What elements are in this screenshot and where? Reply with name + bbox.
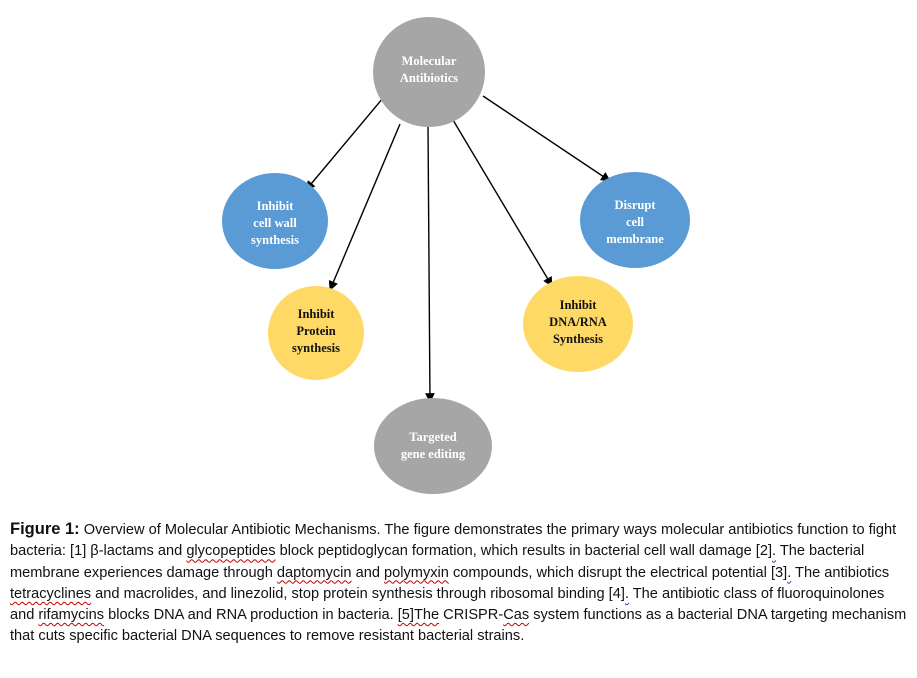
node-label-line: synthesis xyxy=(292,341,340,355)
arrow-to-protein xyxy=(328,123,401,291)
caption-text-segment: compounds, which disrupt the electrical … xyxy=(448,564,788,581)
svg-text:synthesis: synthesis xyxy=(251,233,299,247)
svg-text:Inhibit: Inhibit xyxy=(560,298,598,312)
node-inhibit-cell-wall: Inhibit cell wall synthesis xyxy=(222,173,328,269)
node-inhibit-protein: Inhibit Protein synthesis xyxy=(268,286,364,380)
caption-text-segment: . xyxy=(624,585,629,602)
arrow-to-dna-rna xyxy=(452,119,553,287)
node-label-line: gene editing xyxy=(401,447,466,461)
caption-text-segment: The antibiotics xyxy=(791,564,890,581)
caption-text-segment: . xyxy=(787,564,792,581)
node-label-line: Inhibit xyxy=(298,307,336,321)
node-label-line: Inhibit xyxy=(560,298,598,312)
caption-text-segment: Cas xyxy=(503,607,530,624)
caption-text-segment: and xyxy=(351,564,385,581)
caption-text-segment: [5]The xyxy=(397,607,440,624)
node-label-line: Molecular xyxy=(402,54,457,68)
arrows xyxy=(305,95,611,403)
caption-body: Overview of Molecular Antibiotic Mechani… xyxy=(10,522,906,644)
node-label-line: synthesis xyxy=(251,233,299,247)
caption-text-segment: block peptidoglycan formation, which res… xyxy=(275,543,772,560)
svg-text:gene editing: gene editing xyxy=(401,447,466,461)
mechanisms-diagram: Molecular Antibiotics Inhibit cell wall … xyxy=(222,17,690,494)
node-label-line: Protein xyxy=(296,324,335,338)
svg-text:DNA/RNA: DNA/RNA xyxy=(549,315,607,329)
node-label-line: DNA/RNA xyxy=(549,315,607,329)
node-label-line: membrane xyxy=(606,232,664,246)
svg-text:Targeted: Targeted xyxy=(409,430,456,444)
svg-text:Inhibit: Inhibit xyxy=(298,307,336,321)
caption-text-segment: The antibiotic class of fluoroquinolones… xyxy=(10,585,885,624)
caption-text-segment: glycopeptides xyxy=(186,543,276,560)
caption-text-segment: daptomycin xyxy=(276,564,352,581)
node-molecular-antibiotics: Molecular Antibiotics xyxy=(373,17,485,127)
caption-text-segment: CRISPR- xyxy=(439,607,504,624)
caption-text-segment: . xyxy=(772,543,777,560)
svg-text:Protein: Protein xyxy=(296,324,335,338)
svg-text:Antibiotics: Antibiotics xyxy=(400,71,458,85)
caption-text-segment: and macrolides, and linezolid, stop prot… xyxy=(91,585,625,602)
svg-text:Inhibit: Inhibit xyxy=(257,199,295,213)
node-label-line: Targeted xyxy=(409,430,456,444)
caption-text-segment: tetracyclines xyxy=(10,585,92,602)
caption-text-segment: system functions as a bacterial DNA targ… xyxy=(10,607,907,645)
caption-text-segment: rifamycins xyxy=(38,607,105,624)
svg-text:Molecular: Molecular xyxy=(402,54,457,68)
figure-caption: Figure 1: Overview of Molecular Antibiot… xyxy=(10,519,912,648)
svg-text:Synthesis: Synthesis xyxy=(553,332,603,346)
arrow-to-gene-editing xyxy=(425,125,435,403)
node-label-line: Antibiotics xyxy=(400,71,458,85)
caption-text-segment: Overview of Molecular Antibiotic Mechani… xyxy=(10,522,897,560)
arrow-to-membrane xyxy=(482,95,611,182)
node-label-line: cell wall xyxy=(253,216,297,230)
node-inhibit-dna-rna: Inhibit DNA/RNA Synthesis xyxy=(523,276,633,372)
caption-text-segment: The bacterial membrane experiences damag… xyxy=(10,543,865,581)
svg-text:synthesis: synthesis xyxy=(292,341,340,355)
svg-text:cell wall: cell wall xyxy=(253,216,297,230)
node-targeted-gene-editing: Targeted gene editing xyxy=(374,398,492,494)
caption-text-segment: polymyxin xyxy=(384,564,449,581)
figure-label: Figure 1: xyxy=(10,520,80,538)
caption-text-segment: blocks DNA and RNA production in bacteri… xyxy=(104,607,398,624)
node-label-line: Disrupt xyxy=(615,198,657,212)
svg-text:Disrupt: Disrupt xyxy=(615,198,657,212)
node-disrupt-membrane: Disrupt cell membrane xyxy=(580,172,690,268)
node-label-line: Inhibit xyxy=(257,199,295,213)
node-label-line: cell xyxy=(626,215,645,229)
svg-text:membrane: membrane xyxy=(606,232,664,246)
svg-text:cell: cell xyxy=(626,215,645,229)
node-label-line: Synthesis xyxy=(553,332,603,346)
arrow-to-cell-wall xyxy=(305,97,384,191)
